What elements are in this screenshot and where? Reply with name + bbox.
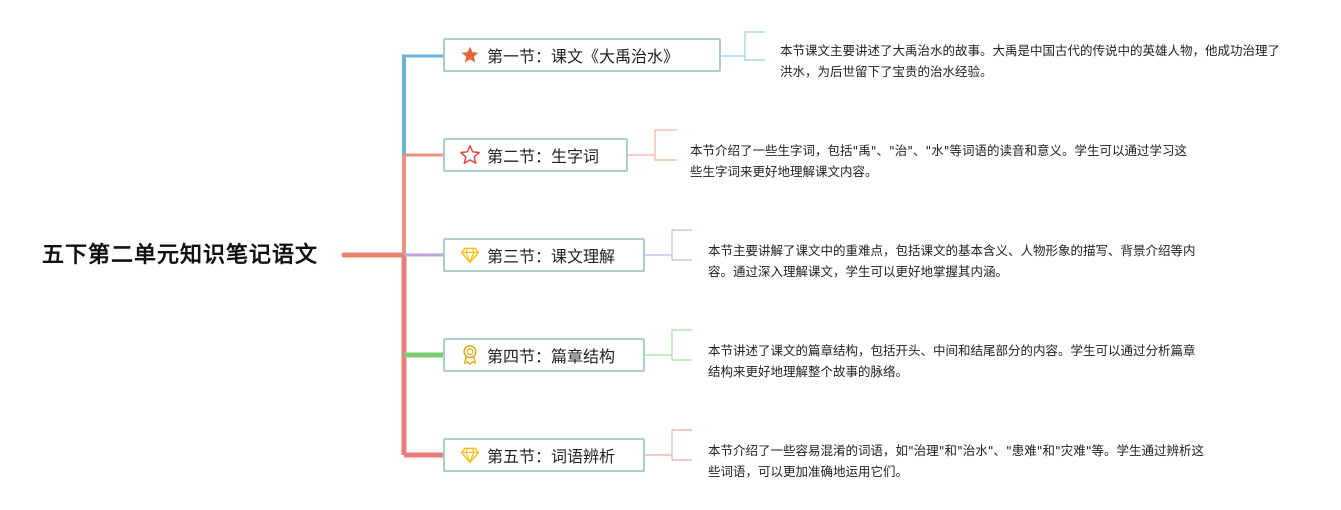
desc-connector-3 <box>645 229 692 261</box>
section-desc-3: 本节主要讲解了课文中的重难点，包括课文的基本含义、人物形象的描写、背景介绍等内容… <box>708 243 1196 279</box>
section-desc-4: 本节讲述了课文的篇章结构，包括开头、中间和结尾部分的内容。学生可以通过分析篇章结… <box>708 343 1196 379</box>
desc-connector-5 <box>645 429 692 461</box>
section-label-5: 第五节：词语辨析 <box>487 447 616 466</box>
section-node-1[interactable]: 第一节：课文《大禹治水》 <box>443 38 721 72</box>
section-node-3[interactable]: 第三节：课文理解 <box>443 238 645 272</box>
section-label-3: 第三节：课文理解 <box>487 247 616 266</box>
desc-connector-2 <box>628 129 677 161</box>
section-label-1: 第一节：课文《大禹治水》 <box>487 47 680 66</box>
section-label-2: 第二节：生字词 <box>487 147 600 166</box>
section-desc-1: 本节课文主要讲述了大禹治水的故事。大禹是中国古代的传说中的英雄人物，他成功治理了… <box>780 43 1281 79</box>
diamond-icon <box>459 444 481 466</box>
root-title[interactable]: 五下第二单元知识笔记语文 <box>42 243 319 268</box>
medal-icon <box>459 344 481 366</box>
star-outline-icon <box>459 144 481 166</box>
section-node-5[interactable]: 第五节：词语辨析 <box>443 438 645 472</box>
section-desc-5: 本节介绍了一些容易混淆的词语，如"治理"和"治水"、"患难"和"灾难"等。学生通… <box>708 443 1204 479</box>
section-label-4: 第四节：篇章结构 <box>487 347 616 366</box>
section-desc-2: 本节介绍了一些生字词，包括"禹"、"治"、"水"等词语的读音和意义。学生可以通过… <box>690 143 1187 179</box>
desc-connector-1 <box>721 31 765 61</box>
diamond-icon <box>459 244 481 266</box>
desc-connector-4 <box>645 329 692 361</box>
section-node-2[interactable]: 第二节：生字词 <box>443 138 628 172</box>
star-filled-icon <box>459 44 481 66</box>
section-node-4[interactable]: 第四节：篇章结构 <box>443 338 645 372</box>
